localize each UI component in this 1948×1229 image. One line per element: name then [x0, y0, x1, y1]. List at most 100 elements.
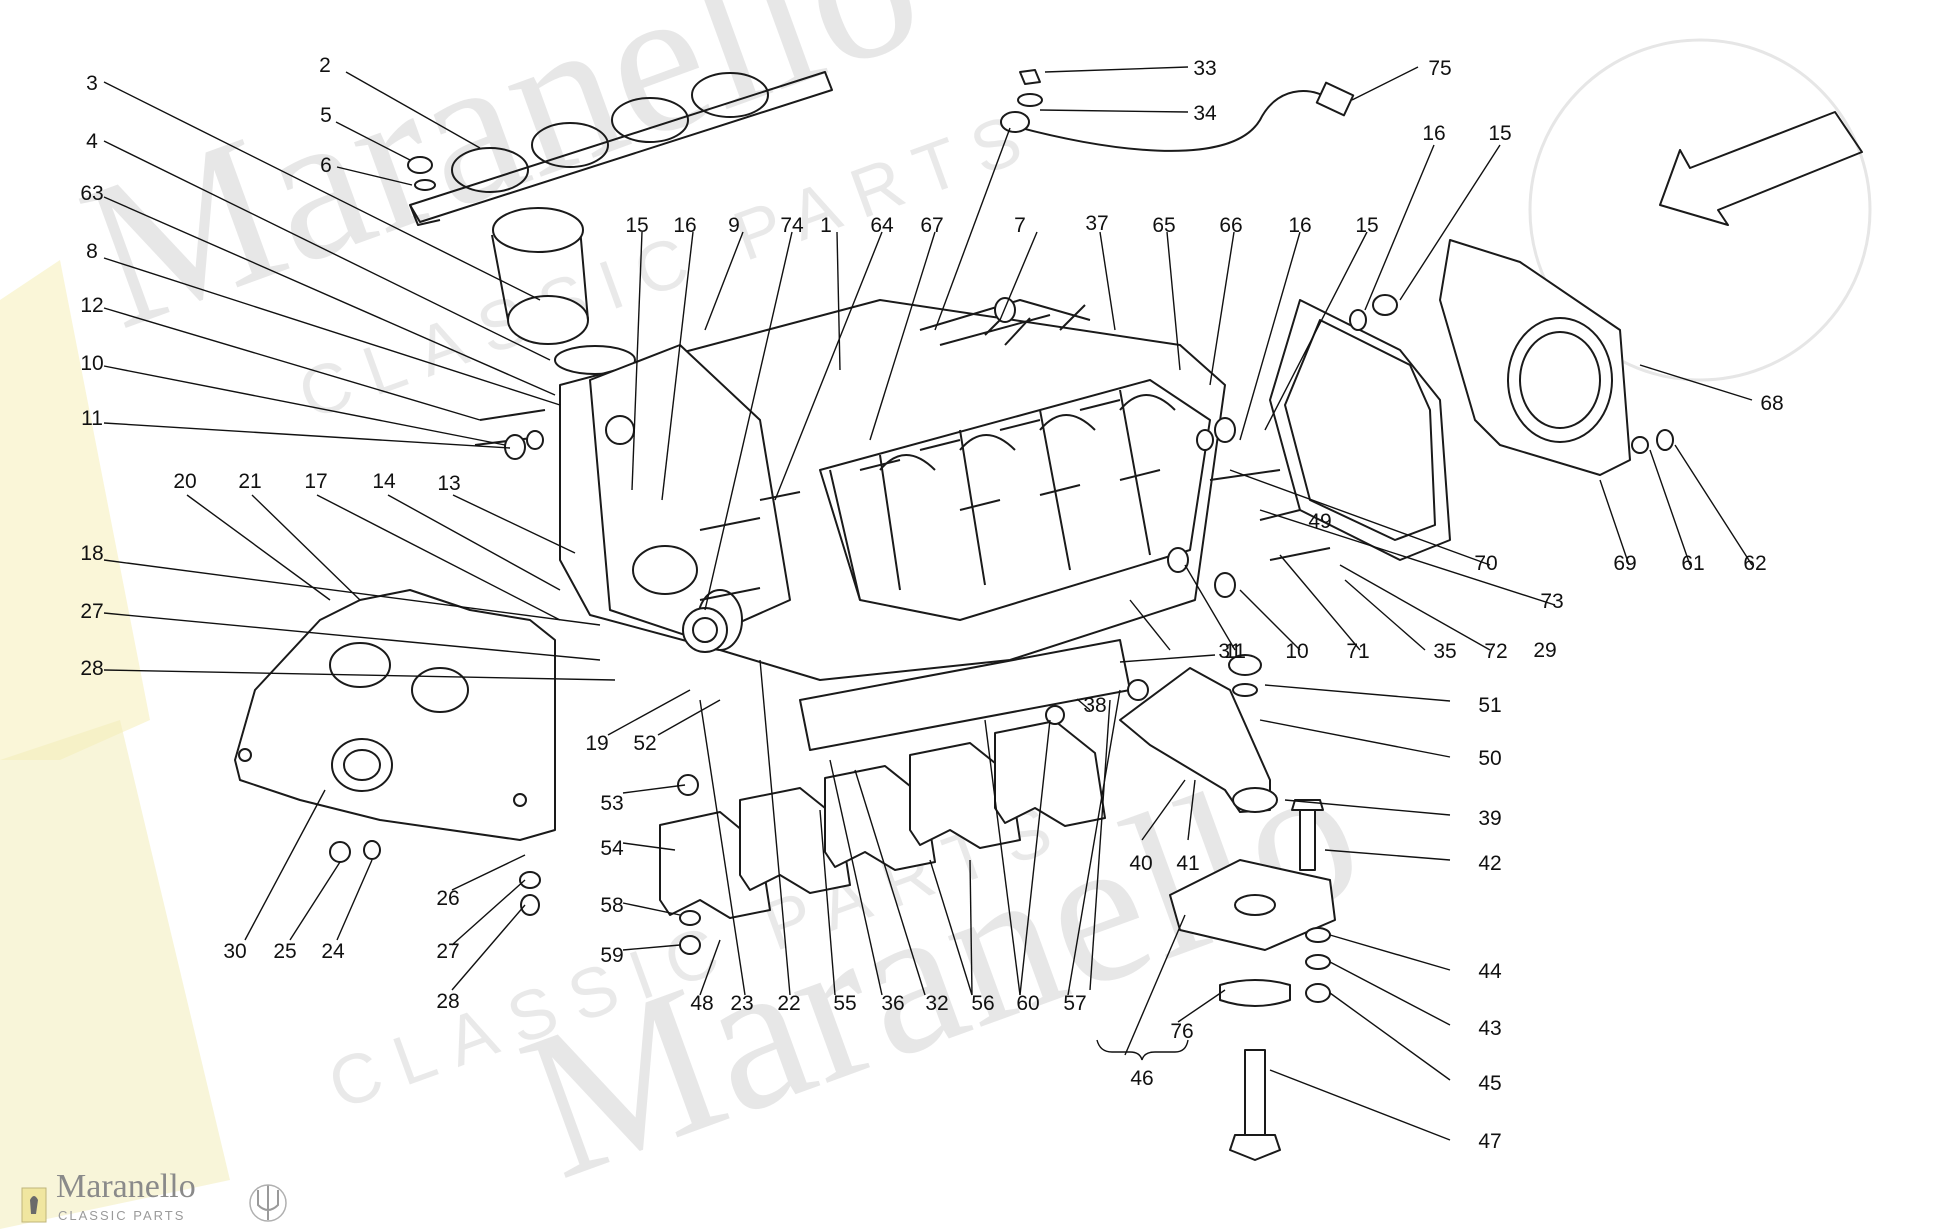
callout-49: 49 [1308, 510, 1331, 533]
callout-30: 30 [223, 940, 246, 963]
callout-37: 37 [1085, 212, 1108, 235]
rear-cover [1439, 239, 1631, 476]
logo-brand-name: Maranello [56, 1168, 196, 1205]
sensor-cable [1000, 69, 1355, 152]
callout-68: 68 [1760, 392, 1783, 415]
callout-40: 40 [1129, 852, 1152, 875]
callout-69: 69 [1613, 552, 1636, 575]
callout-11-left: 11 [81, 407, 103, 430]
callout-15-left: 15 [625, 214, 648, 237]
callout-54: 54 [600, 837, 624, 860]
callout-12: 12 [80, 294, 103, 317]
maranello-logo [21, 1184, 287, 1223]
callout-48: 48 [690, 992, 713, 1015]
callout-labels: 1 2 3 4 5 6 7 8 9 10 11 12 13 14 15 16 1… [80, 54, 1783, 1153]
callout-9: 9 [728, 214, 740, 237]
callout-28-left: 28 [80, 657, 103, 680]
callout-63: 63 [80, 182, 103, 205]
direction-arrow-icon [1659, 111, 1863, 226]
callout-42: 42 [1478, 852, 1501, 875]
callout-18: 18 [80, 542, 103, 565]
callout-22: 22 [777, 992, 800, 1015]
callout-53: 53 [600, 792, 623, 815]
callout-1: 1 [820, 214, 832, 237]
callout-15-right: 15 [1488, 122, 1511, 145]
callout-10-right: 10 [1285, 640, 1308, 663]
cylinder-liner [491, 207, 636, 375]
callout-7: 7 [1014, 214, 1026, 237]
callout-41: 41 [1176, 852, 1199, 875]
engine-mount [1119, 654, 1336, 1161]
callout-13: 13 [437, 472, 460, 495]
callout-76: 76 [1170, 1020, 1193, 1043]
callout-50: 50 [1478, 747, 1501, 770]
callout-8: 8 [86, 240, 98, 263]
callout-64: 64 [870, 214, 894, 237]
callout-17: 17 [304, 470, 327, 493]
callout-58: 58 [600, 894, 623, 917]
callout-52: 52 [633, 732, 656, 755]
callout-62: 62 [1743, 552, 1766, 575]
callout-47: 47 [1478, 1130, 1501, 1153]
callout-61: 61 [1681, 552, 1704, 575]
callout-65: 65 [1152, 214, 1175, 237]
callout-60: 60 [1016, 992, 1039, 1015]
callout-23: 23 [730, 992, 753, 1015]
callout-38: 38 [1083, 694, 1106, 717]
callout-36: 36 [881, 992, 904, 1015]
callout-34: 34 [1193, 102, 1217, 125]
callout-31: 31 [1218, 640, 1241, 663]
callout-16-mid: 16 [1288, 214, 1311, 237]
callout-33: 33 [1193, 57, 1216, 80]
callout-57: 57 [1063, 992, 1086, 1015]
callout-75: 75 [1428, 57, 1451, 80]
callout-16-left: 16 [673, 214, 696, 237]
callout-74: 74 [780, 214, 804, 237]
callout-27-bottom: 27 [436, 940, 459, 963]
callout-70: 70 [1474, 552, 1497, 575]
callout-29: 29 [1533, 639, 1556, 662]
head-gasket [409, 71, 833, 226]
callout-27-left: 27 [80, 600, 103, 623]
callout-55: 55 [833, 992, 856, 1015]
callout-43: 43 [1478, 1017, 1501, 1040]
callout-21: 21 [238, 470, 261, 493]
callout-16-right: 16 [1422, 122, 1445, 145]
timing-cover [234, 589, 556, 841]
callout-4: 4 [86, 130, 98, 153]
small-fasteners [329, 156, 1674, 955]
callout-26: 26 [436, 887, 459, 910]
callout-24: 24 [321, 940, 345, 963]
callout-73: 73 [1540, 590, 1563, 613]
leader-lines [103, 66, 1753, 1141]
callout-39: 39 [1478, 807, 1501, 830]
callout-35: 35 [1433, 640, 1456, 663]
callout-59: 59 [600, 944, 623, 967]
callout-45: 45 [1478, 1072, 1501, 1095]
callout-67: 67 [920, 214, 943, 237]
callout-72: 72 [1484, 640, 1507, 663]
callout-28-bottom: 28 [436, 990, 459, 1013]
logo-brand-sub: CLASSIC PARTS [58, 1208, 186, 1223]
callout-25: 25 [273, 940, 296, 963]
callout-46: 46 [1130, 1067, 1153, 1090]
callout-5: 5 [320, 104, 332, 127]
callout-71: 71 [1346, 640, 1369, 663]
callout-32: 32 [925, 992, 948, 1015]
callout-66: 66 [1219, 214, 1242, 237]
callout-14: 14 [372, 470, 396, 493]
callout-51: 51 [1478, 694, 1501, 717]
callout-15-mid: 15 [1355, 214, 1378, 237]
callout-11-right: 11 [1224, 640, 1246, 663]
callout-10-left: 10 [80, 352, 103, 375]
crankcase-block [559, 299, 1226, 751]
callout-6: 6 [320, 154, 332, 177]
callout-3: 3 [86, 72, 98, 95]
callout-2: 2 [319, 54, 331, 77]
callout-20: 20 [173, 470, 196, 493]
callout-44: 44 [1478, 960, 1502, 983]
bearing-caps [659, 720, 1106, 919]
callout-19: 19 [585, 732, 608, 755]
callout-56: 56 [971, 992, 994, 1015]
